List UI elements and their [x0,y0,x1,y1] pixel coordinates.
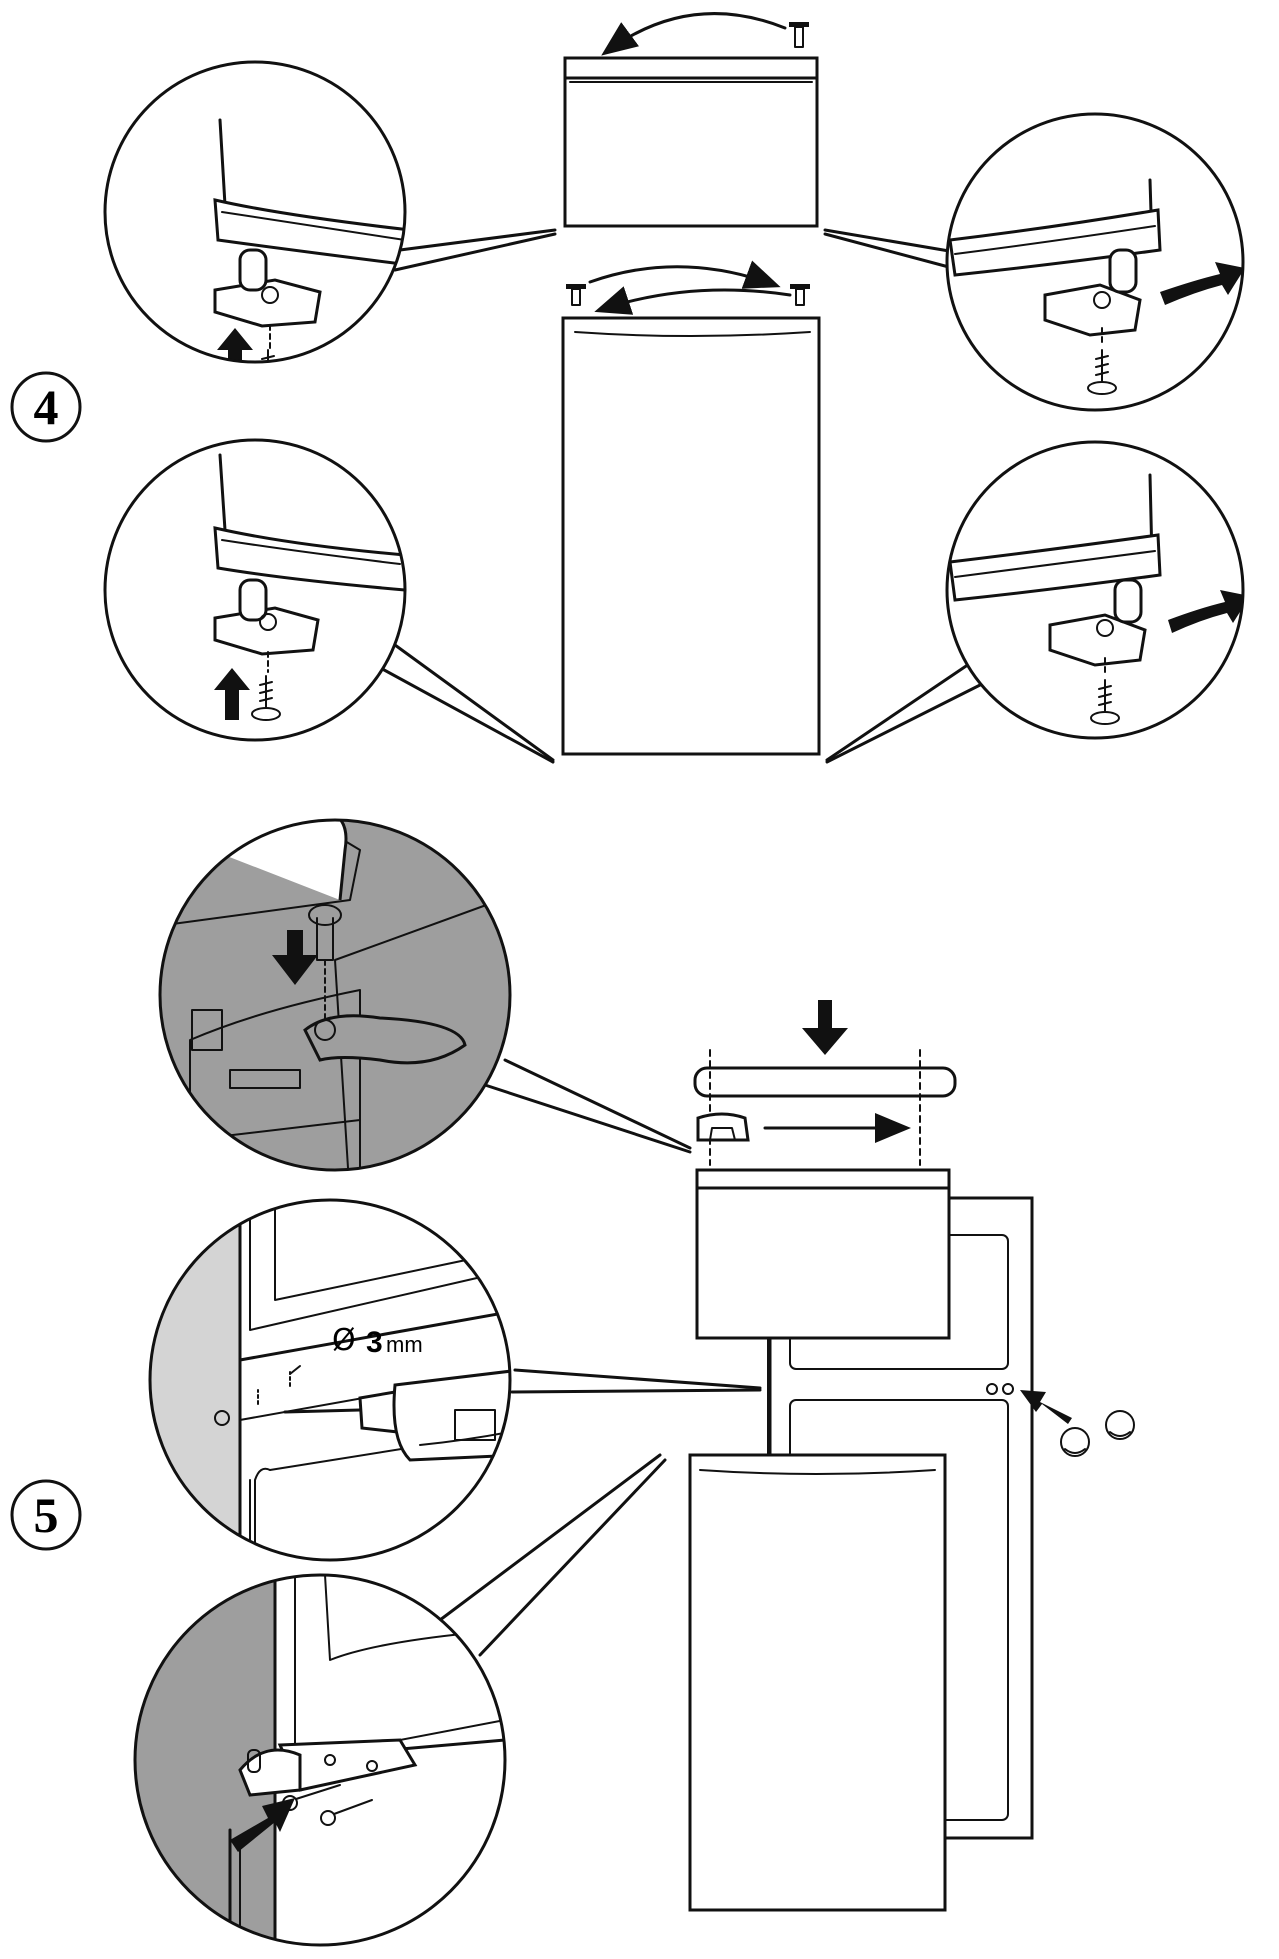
detail-hinge-top-right [945,112,1245,412]
detail-hinge-bottom-left [103,438,407,742]
step-number-4: 4 [34,379,59,435]
hinge-pin-icon [789,22,809,48]
diameter-symbol: Ø [332,1323,356,1358]
plug-icon [1060,1427,1090,1457]
freezer-door-top [563,56,819,228]
fridge-door [561,316,821,756]
detail-hinge-bottom-right [945,440,1245,740]
pin-swap-arrows [566,260,810,315]
top-cover [693,1000,957,1166]
step-5-group: 5 [10,818,1135,1947]
screw-icon [320,1799,373,1826]
freezer-door-step-5 [695,1168,951,1340]
detail-drilling: Ø 3 mm [148,1198,512,1562]
detail-hinge-top-left [103,60,407,364]
screw-icon [251,675,281,721]
step-badge-5: 5 [10,1479,82,1551]
callout-lines-step-5 [438,1058,762,1657]
drill-size-unit: mm [386,1332,423,1357]
hinge-pin-icon [790,284,810,306]
screw-icon [1087,349,1117,395]
drill-icon [283,1368,510,1462]
screw-icon [1090,679,1120,725]
drill-size-value: 3 [366,1326,383,1359]
drill-size-label: Ø 3 mm [332,1323,423,1359]
plug-icon [1105,1410,1135,1440]
hinge-pin-icon [566,284,586,306]
hole-plugs [1020,1390,1135,1457]
step-badge-4: 4 [10,371,82,443]
detail-bottom-hinge [133,1573,507,1947]
detail-top-hinge-screw [158,818,512,1172]
step-4-group: 4 [10,12,1245,764]
step-number-5: 5 [34,1487,59,1543]
fridge-door-step-5 [688,1453,947,1912]
hinge-cap-icon [696,1112,750,1142]
callout-lines-step-4 [373,228,992,764]
pin-transfer-arrow-top [601,12,809,56]
